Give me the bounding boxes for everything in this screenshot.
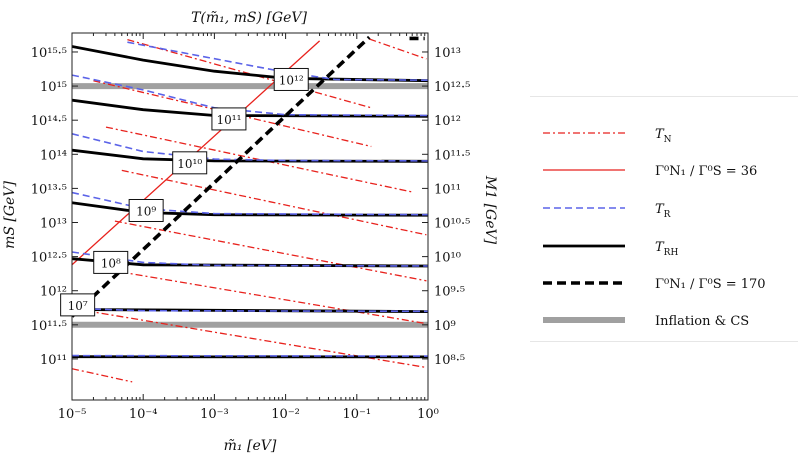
legend-label: Inflation & CS: [655, 314, 749, 329]
y2-tick-label: 10¹³: [434, 46, 461, 61]
contour-label-box: [128, 198, 164, 222]
series-line-2-6: [72, 354, 428, 357]
y2-tick-label: 10⁹: [434, 319, 456, 334]
x-axis: 10⁻⁵ 10⁻⁴ 10⁻³ 10⁻² 10⁻¹ 10⁰: [58, 33, 439, 422]
contour-label-box: [172, 151, 208, 175]
x-tick-label: 10⁻²: [271, 407, 300, 422]
y-axis-label: mS [GeV]: [2, 181, 18, 249]
y-axis-right: 10⁸·⁵ 10⁹ 10⁹·⁵ 10¹⁰ 10¹⁰·⁵ 10¹¹ 10¹¹·⁵ 10¹² 10¹…: [422, 46, 470, 368]
contour-label: 10¹¹: [216, 113, 241, 127]
legend-label: TRH: [655, 240, 678, 258]
series-line-3-1: [72, 98, 428, 118]
y-tick-label: 10¹²·⁵: [31, 251, 67, 266]
contour-label: 10⁹: [136, 204, 156, 218]
series-line-0-7: [72, 368, 133, 383]
contour-label: 10¹⁰: [177, 157, 202, 171]
y-tick-label: 10¹⁵·⁵: [31, 46, 67, 61]
x-axis-label: m̃₁ [eV]: [224, 438, 277, 454]
series-line-0-6: [72, 307, 427, 369]
contour-label-box: [211, 107, 247, 131]
y2-tick-label: 10⁹·⁵: [434, 285, 465, 300]
y-tick-label: 10¹¹·⁵: [31, 319, 67, 334]
series-line-4-0: [72, 35, 371, 318]
y-tick-label: 10¹⁵: [40, 80, 67, 95]
series-line-2-3: [72, 191, 428, 216]
legend: TN Γ⁰N₁ / Γ⁰S = 36 TR TRH Γ⁰N₁ / Γ⁰S = 170In…: [543, 127, 766, 329]
series-line-2-0: [127, 41, 428, 81]
x-tick-label: 10⁻⁵: [58, 407, 87, 422]
x-tick-label: 10⁻³: [200, 407, 229, 422]
series-line-3-3: [72, 201, 428, 217]
y-tick-label: 10¹³: [40, 217, 67, 232]
y2-tick-label: 10⁸·⁵: [434, 353, 465, 368]
series-line-0-1: [93, 80, 372, 148]
contour-label: 10⁷: [68, 299, 88, 313]
plot-area: [71, 32, 429, 401]
contour-label: 10¹²: [279, 73, 304, 87]
series-line-0-4: [114, 220, 427, 282]
y-tick-label: 10¹¹: [40, 353, 67, 368]
series-group: [72, 35, 428, 383]
y-tick-label: 10¹⁴: [40, 148, 67, 163]
y-tick-label: 10¹⁴·⁵: [31, 114, 67, 129]
y2-tick-label: 10¹⁰·⁵: [434, 217, 470, 232]
series-line-2-2: [72, 133, 428, 162]
chart-title: T(m̃₁, mS) [GeV]: [191, 10, 307, 26]
series-line-0-8: [369, 38, 427, 60]
y-axis-left: 10¹¹10¹¹·⁵10¹²10¹²·⁵10¹³10¹³·⁵10¹⁴10¹⁴·⁵…: [31, 46, 78, 368]
contour-label-box: [273, 67, 309, 91]
plot-frame: [71, 32, 429, 401]
legend-label: Γ⁰N₁ / Γ⁰S = 36: [655, 164, 757, 179]
contour-label-box: [93, 250, 129, 274]
y2-tick-label: 10¹⁰: [434, 251, 461, 266]
legend-label: TN: [655, 127, 672, 145]
x-tick-label: 10⁰: [417, 407, 439, 422]
legend-frame: [530, 96, 798, 342]
contour-label: 10⁸: [101, 256, 121, 270]
series-line-0-3: [121, 169, 427, 236]
x-tick-label: 10⁻¹: [342, 407, 371, 422]
x-tick-label: 10⁻⁴: [129, 407, 158, 422]
y-tick-label: 10¹³·⁵: [31, 182, 67, 197]
series-line-2-5: [72, 307, 428, 313]
y2-axis-label: M1 [GeV]: [482, 175, 498, 245]
contour-labels: 10¹² 10¹¹ 10¹⁰ 10⁹ 10⁸ 10⁷: [60, 67, 309, 317]
series-line-0-5: [105, 268, 427, 325]
y2-tick-label: 10¹²: [434, 114, 461, 129]
legend-label: Γ⁰N₁ / Γ⁰S = 170: [655, 277, 766, 292]
y2-tick-label: 10¹¹·⁵: [434, 148, 470, 163]
legend-label: TR: [655, 202, 671, 220]
contour-label-box: [60, 293, 96, 317]
series-line-3-0: [72, 45, 428, 83]
y2-tick-label: 10¹¹: [434, 182, 461, 197]
y2-tick-label: 10¹²·⁵: [434, 80, 470, 95]
